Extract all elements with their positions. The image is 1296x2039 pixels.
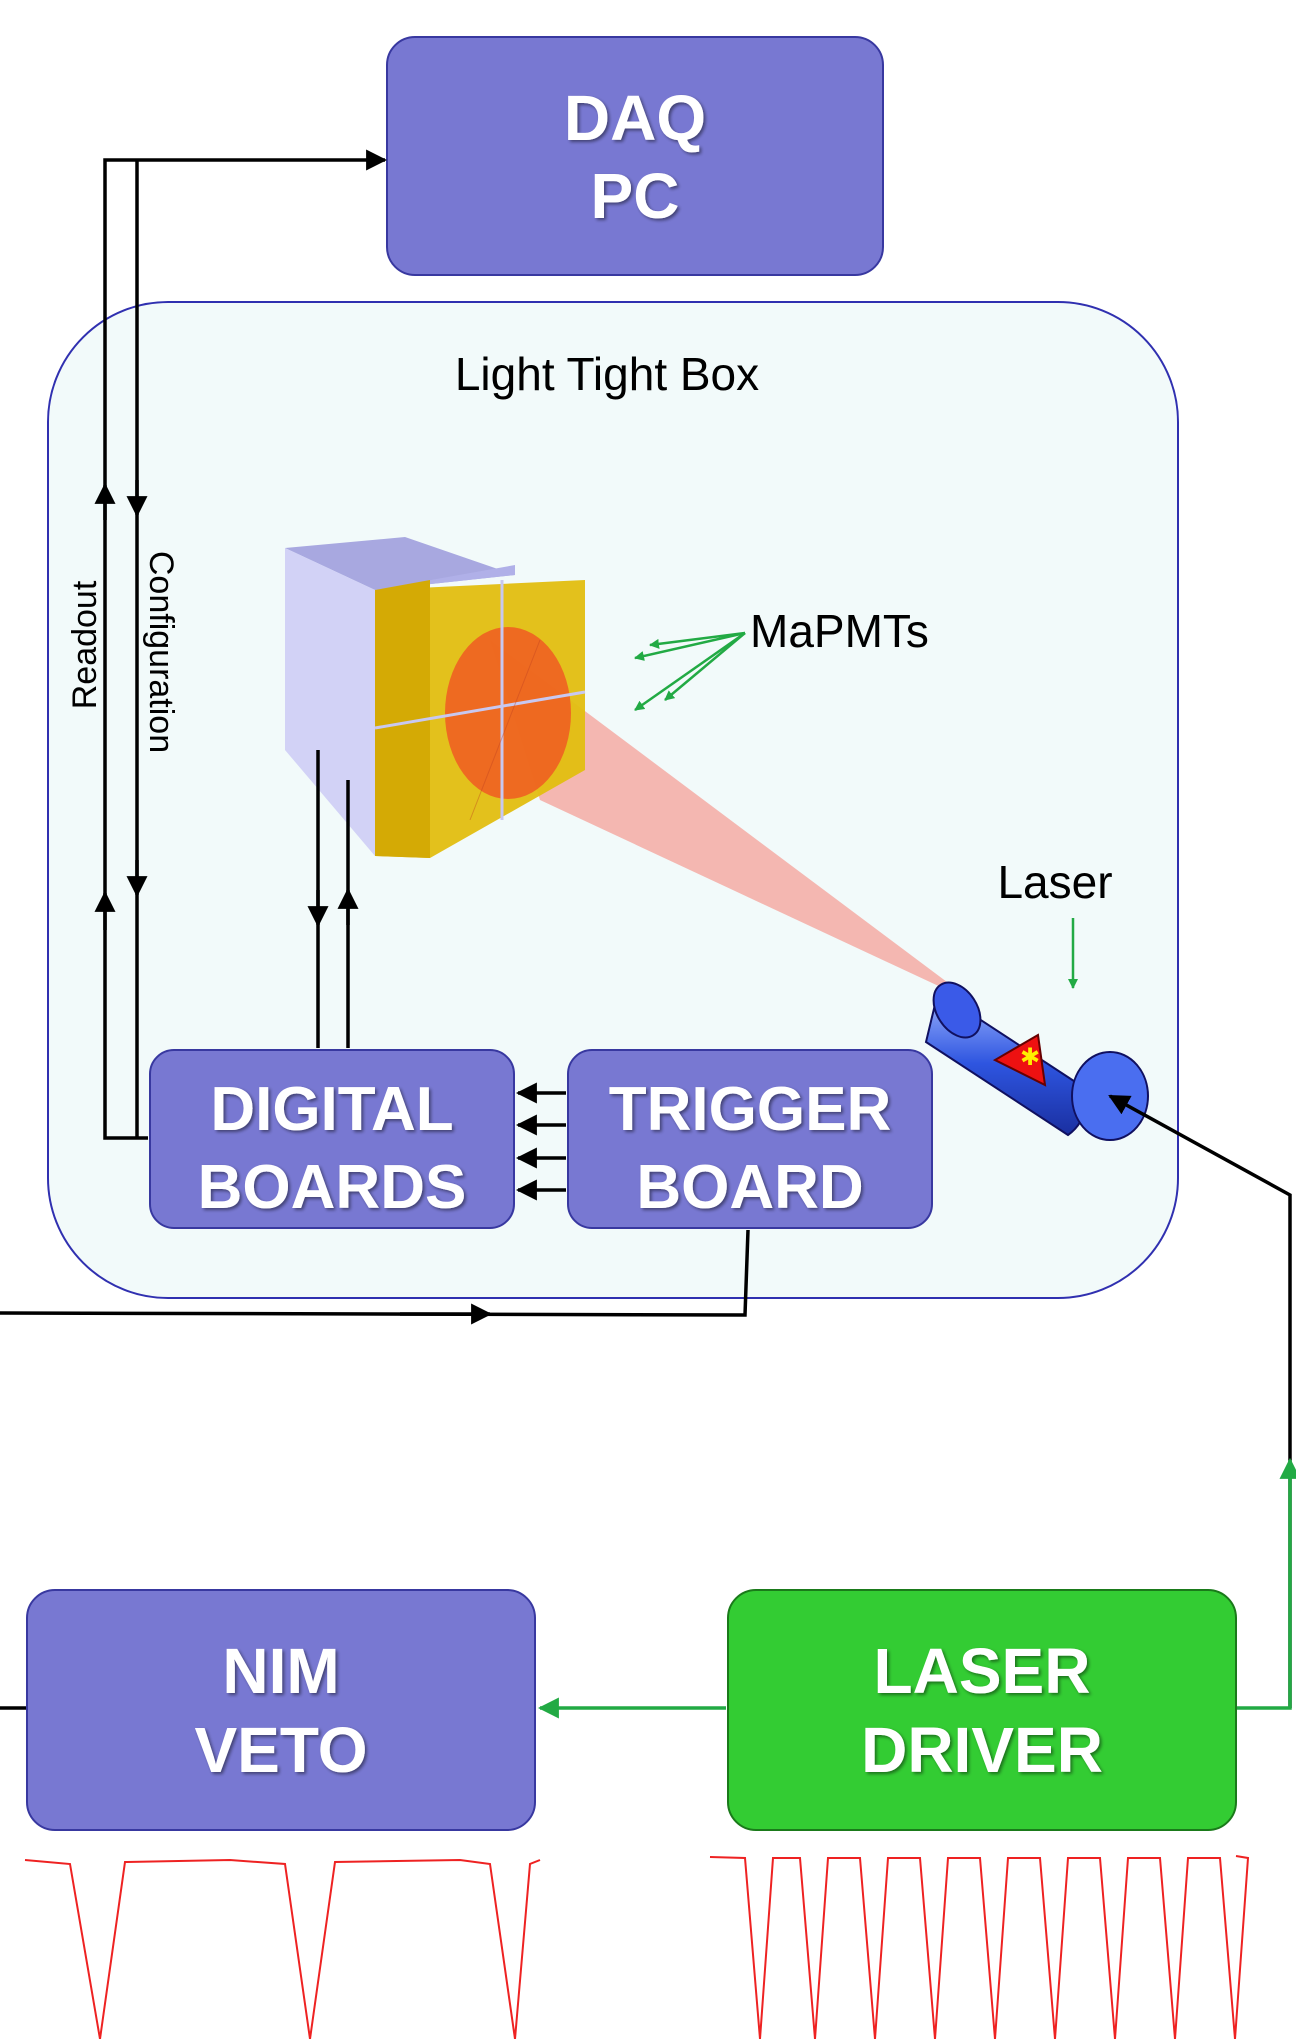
- daq-pc-label-line2: PC: [591, 160, 680, 232]
- laser-driver-links: [537, 1457, 1296, 1719]
- daq-link-lines: [94, 149, 388, 1140]
- laser-driver-pulse-trace: [709, 1855, 1250, 2039]
- svg-text:✱: ✱: [1020, 1043, 1040, 1071]
- laser-driver-box: LASER DRIVER: [727, 1589, 1237, 1831]
- veto-line: [0, 1229, 750, 1710]
- light-tight-box-label: Light Tight Box: [455, 348, 759, 400]
- daq-pc-box: DAQ PC: [386, 36, 884, 276]
- digital-boards-label-line2: BOARDS: [198, 1153, 467, 1222]
- configuration-label: Configuration: [142, 551, 180, 753]
- trigger-board-box: TRIGGER BOARD: [567, 1049, 933, 1229]
- laser-beam: [490, 640, 975, 1003]
- mapmts-label: MaPMTs: [750, 605, 929, 657]
- readout-label: Readout: [66, 580, 104, 709]
- digital-boards-label-line1: DIGITAL: [210, 1075, 453, 1144]
- laser-driver-label-line2: DRIVER: [861, 1714, 1103, 1786]
- nim-veto-box: NIM VETO: [26, 1589, 536, 1831]
- mapmt-array: [285, 537, 586, 858]
- laser-driver-label-line1: LASER: [874, 1635, 1091, 1707]
- trigger-board-label-line1: TRIGGER: [609, 1075, 891, 1144]
- laser-head: ✱: [924, 981, 1149, 1141]
- nim-veto-pulse-trace: [24, 1858, 541, 2039]
- mapmts-pointer-arrows: [634, 631, 746, 712]
- laser-label: Laser: [997, 856, 1112, 908]
- daq-pc-label-line1: DAQ: [564, 82, 706, 154]
- nim-veto-label-line1: NIM: [222, 1635, 339, 1707]
- nim-veto-label-line2: VETO: [194, 1714, 367, 1786]
- trigger-board-label-line2: BOARD: [636, 1153, 863, 1222]
- readout-line: [103, 149, 388, 1140]
- digital-boards-box: DIGITAL BOARDS: [149, 1049, 515, 1229]
- mapmt-signal-lines: [307, 750, 359, 1048]
- trigger-to-digital-arrows: [515, 1082, 566, 1201]
